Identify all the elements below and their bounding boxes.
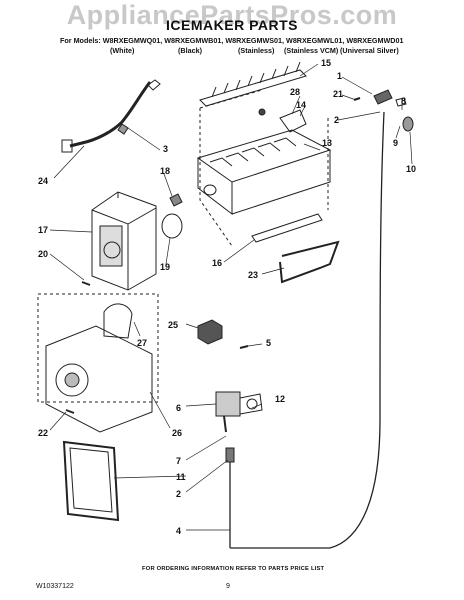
part-water-valve — [215, 391, 263, 433]
callout-12: 12 — [275, 394, 285, 404]
callout-19: 19 — [160, 262, 170, 272]
color-stainless: (Stainless) — [238, 46, 275, 55]
callout-26: 26 — [172, 428, 182, 438]
color-stainless-vcm: (Stainless VCM) — [284, 46, 339, 55]
callout-5: 5 — [266, 338, 271, 348]
callout-21: 21 — [333, 89, 343, 99]
callout-6: 6 — [176, 403, 181, 413]
callout-16: 16 — [212, 258, 222, 268]
callout-13: 13 — [322, 138, 332, 148]
callout-23: 23 — [248, 270, 258, 280]
callout-7: 7 — [176, 456, 181, 466]
part-thermostat — [161, 213, 183, 239]
part-bracket — [279, 109, 307, 133]
page-number: 9 — [226, 583, 230, 590]
models-line: For Models: W8RXEGMWQ01, W8RXEGMWB01, W8… — [60, 36, 404, 45]
callout-3: 3 — [163, 144, 168, 154]
callout-4: 4 — [176, 526, 181, 536]
callout-20: 20 — [38, 249, 48, 259]
callout-14: 14 — [296, 100, 306, 110]
callout-11: 11 — [176, 472, 186, 482]
callout-2-top: 2 — [334, 115, 339, 125]
ordering-info-text: FOR ORDERING INFORMATION REFER TO PARTS … — [142, 566, 325, 572]
part-level-bracket — [197, 319, 223, 345]
document-number: W10337122 — [36, 583, 74, 590]
callout-17: 17 — [38, 225, 48, 235]
color-white: (White) — [110, 46, 135, 55]
callout-28: 28 — [290, 87, 300, 97]
callout-1: 1 — [337, 71, 342, 81]
part-level-arm — [279, 240, 340, 284]
callout-25: 25 — [168, 320, 178, 330]
callout-24: 24 — [38, 176, 48, 186]
color-black: (Black) — [178, 46, 202, 55]
part-shutoff-arm — [251, 213, 323, 243]
callout-9: 9 — [393, 138, 398, 148]
leader-lines — [49, 63, 413, 531]
watermark-text: AppliancePartsPros.com — [66, 0, 398, 30]
callout-numbers: 15 1 8 28 21 14 2 9 13 3 10 18 24 17 20 … — [38, 58, 416, 536]
part-ice-mold — [196, 129, 332, 216]
callout-18: 18 — [160, 166, 170, 176]
part-wire-harness — [61, 79, 161, 153]
callout-27: 27 — [137, 338, 147, 348]
part-drawings — [37, 61, 414, 549]
part-stripper-comb — [199, 61, 307, 107]
page-title: ICEMAKER PARTS — [166, 17, 298, 33]
callout-10: 10 — [406, 164, 416, 174]
part-motor-module — [45, 303, 153, 433]
callout-8: 8 — [401, 96, 406, 106]
callout-15: 15 — [321, 58, 331, 68]
callout-22: 22 — [38, 428, 48, 438]
callout-2-bottom: 2 — [176, 489, 181, 499]
part-control-box — [91, 191, 157, 291]
color-universal-silver: (Universal Silver) — [340, 46, 399, 55]
